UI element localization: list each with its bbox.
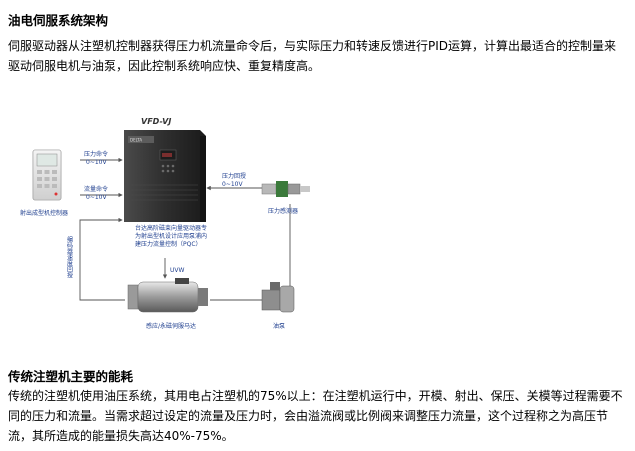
encoder-feedback-line xyxy=(79,217,125,301)
servo-system-diagram: 射出成型机控制器 压力命令 0~10V 流量命令 0~10V VFD-VJ DE… xyxy=(20,117,310,330)
section-body-traditional-energy: 传统的注塑机使用油压系统，其用电占注塑机的75%以上：在注塑机运行中，开模、射出… xyxy=(8,389,623,443)
pressure-command-label: 压力命令 xyxy=(84,150,108,158)
svg-text:DELTA: DELTA xyxy=(130,138,142,143)
vfd-drive: DELTA xyxy=(124,130,206,222)
drive-model-label: VFD-VJ xyxy=(141,117,171,126)
pressure-sensor xyxy=(261,181,310,197)
servo-motor xyxy=(127,278,208,313)
pressure-sensor-label: 压力感测器 xyxy=(268,207,298,215)
section-body-servo-architecture: 伺服驱动器从注塑机控制器获得压力机流量命令后，与实际压力和转速反馈进行PID运算… xyxy=(8,39,617,73)
uvw-label: UVW xyxy=(170,267,184,274)
pressure-feedback-label: 压力回授 xyxy=(222,172,246,180)
flow-command-label: 流量命令 xyxy=(84,185,108,193)
pressure-command-range: 0~10V xyxy=(86,159,107,166)
section-title-traditional-energy: 传统注塑机主要的能耗 xyxy=(8,369,134,384)
oil-pump xyxy=(261,282,295,313)
drive-desc-line-3: 建压力流量控制（PQC） xyxy=(135,240,202,248)
encoder-feedback-label: 编码器速度回授 xyxy=(66,235,73,279)
controller-label: 射出成型机控制器 xyxy=(20,209,68,217)
drive-desc-line-2: 为射出型机设计应用泵浦内 xyxy=(135,232,207,240)
flow-command-range: 0~10V xyxy=(86,194,107,201)
drive-desc-line-1: 台达高阶磁束向量驱动器专 xyxy=(135,224,207,232)
motor-label: 感应/永磁伺服马达 xyxy=(146,322,196,330)
injection-controller xyxy=(32,149,62,201)
pump-label: 油泵 xyxy=(273,322,285,330)
pressure-feedback-range: 0~10V xyxy=(222,181,243,188)
section-title-servo-architecture: 油电伺服系统架构 xyxy=(8,13,109,28)
